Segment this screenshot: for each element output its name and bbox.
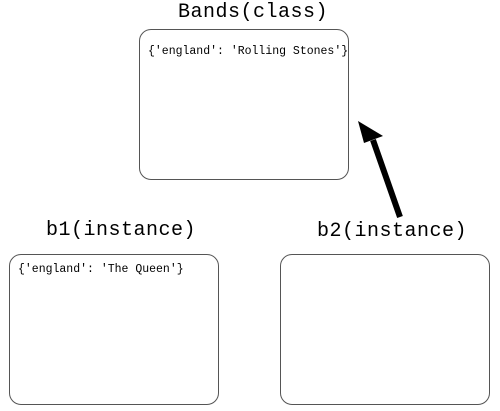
instance-b1-box: {'england': 'The Queen'} <box>9 254 219 405</box>
class-title: Bands(class) <box>178 1 329 24</box>
instance-b2-box <box>280 254 490 405</box>
arrow-head-icon <box>358 121 383 143</box>
instance-b1-title: b1(instance) <box>46 219 197 242</box>
instance-b1-dict-text: {'england': 'The Queen'} <box>18 263 184 276</box>
class-dict-text: {'england': 'Rolling Stones'} <box>148 45 349 58</box>
class-box: {'england': 'Rolling Stones'} <box>139 29 349 180</box>
arrow-shaft <box>370 139 403 218</box>
instance-b2-title: b2(instance) <box>317 220 468 243</box>
